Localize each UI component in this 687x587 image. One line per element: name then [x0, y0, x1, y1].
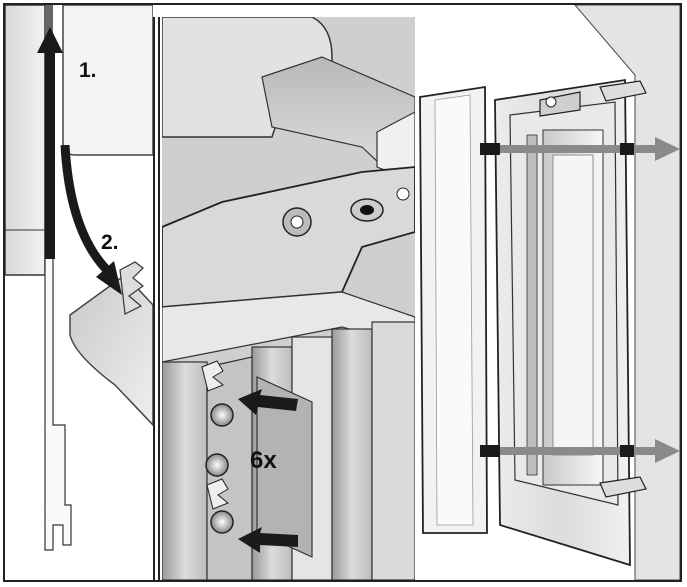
pointing-arrow-icon: [238, 527, 298, 553]
panel-hinge-screws: 6x: [162, 17, 415, 580]
pull-arrow-icon: [480, 439, 680, 463]
panel-divider: [153, 17, 155, 580]
up-arrow-icon: [37, 27, 63, 259]
quantity-label: 6x: [250, 447, 277, 474]
step-1-label: 1.: [79, 59, 97, 82]
hinge-illustration: [162, 17, 415, 580]
step-2-label: 2.: [101, 231, 119, 254]
rail-illustration: [5, 5, 153, 551]
door-illustration: [415, 5, 680, 580]
curved-arrow-icon: [60, 145, 122, 295]
panel-rail-removal: 1. 2.: [5, 5, 153, 580]
pointing-arrow-icon: [238, 389, 298, 415]
panel-door-panel: [415, 5, 680, 580]
panel-divider: [158, 17, 160, 580]
pull-arrow-icon: [480, 137, 680, 161]
